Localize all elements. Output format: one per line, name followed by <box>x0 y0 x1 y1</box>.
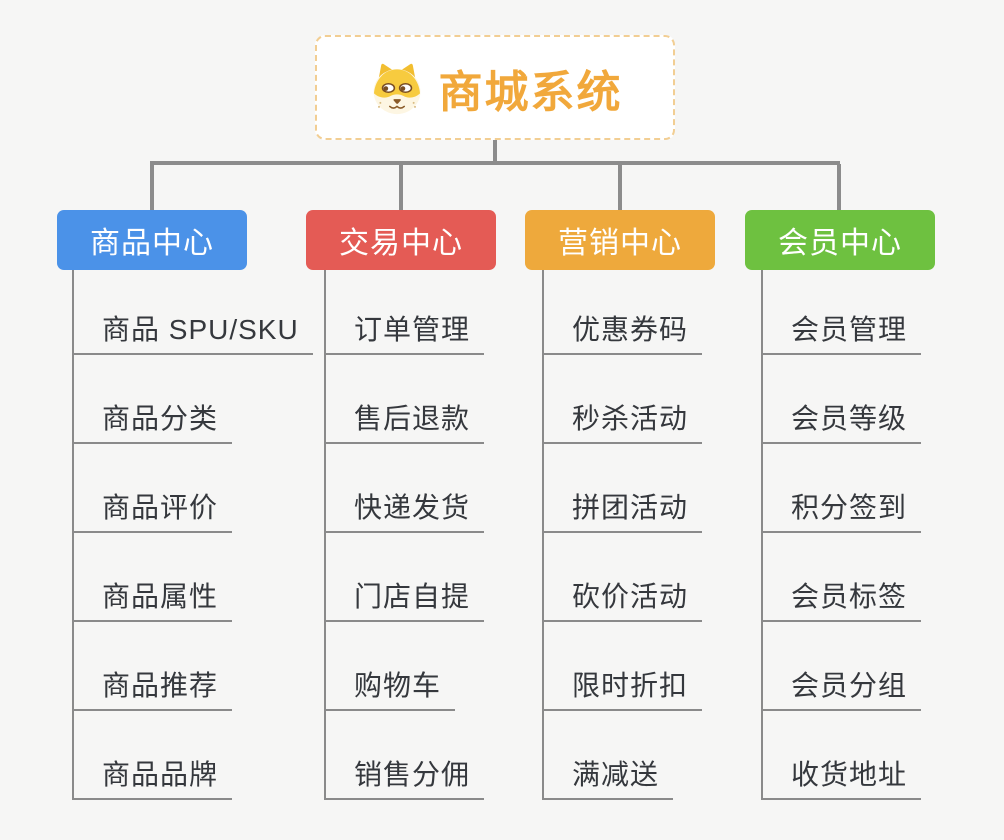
branch-spine <box>72 270 74 800</box>
connector-drop <box>618 164 622 211</box>
root-node[interactable]: 商城系统 <box>315 35 675 140</box>
leaf-node[interactable]: 售后退款 <box>324 402 485 444</box>
leaf-node[interactable]: 收货地址 <box>761 758 922 800</box>
leaf-node[interactable]: 商品分类 <box>72 402 233 444</box>
connector-drop <box>150 164 154 211</box>
leaf-node[interactable]: 会员分组 <box>761 669 922 711</box>
branch-items-marketing: 优惠券码 秒杀活动 拼团活动 砍价活动 限时折扣 满减送 <box>542 270 703 800</box>
connector-drop <box>399 164 403 211</box>
branch-spine <box>542 270 544 800</box>
leaf-node[interactable]: 会员等级 <box>761 402 922 444</box>
root-title: 商城系统 <box>438 67 623 117</box>
branch-spine <box>761 270 763 800</box>
branch-items-members: 会员管理 会员等级 积分签到 会员标签 会员分组 收货地址 <box>761 270 922 800</box>
leaf-node[interactable]: 快递发货 <box>324 491 485 533</box>
leaf-node[interactable]: 优惠券码 <box>542 313 703 355</box>
leaf-node[interactable]: 砍价活动 <box>542 580 703 622</box>
leaf-node[interactable]: 满减送 <box>542 758 674 800</box>
leaf-node[interactable]: 会员标签 <box>761 580 922 622</box>
branch-items-trade: 订单管理 售后退款 快递发货 门店自提 购物车 销售分佣 <box>324 270 485 800</box>
leaf-node[interactable]: 商品评价 <box>72 491 233 533</box>
branch-node-members[interactable]: 会员中心 <box>745 210 935 270</box>
branch-node-marketing[interactable]: 营销中心 <box>525 210 715 270</box>
leaf-node[interactable]: 拼团活动 <box>542 491 703 533</box>
leaf-node[interactable]: 限时折扣 <box>542 669 703 711</box>
connector-root-stub <box>493 140 497 164</box>
leaf-node[interactable]: 门店自提 <box>324 580 485 622</box>
branch-node-products[interactable]: 商品中心 <box>57 210 247 270</box>
leaf-node[interactable]: 商品 SPU/SKU <box>72 313 313 355</box>
leaf-node[interactable]: 订单管理 <box>324 313 485 355</box>
leaf-node[interactable]: 销售分佣 <box>324 758 485 800</box>
connector-drop <box>837 164 841 211</box>
dog-face-icon <box>373 63 420 114</box>
leaf-node[interactable]: 商品品牌 <box>72 758 233 800</box>
leaf-node[interactable]: 会员管理 <box>761 313 922 355</box>
branch-items-products: 商品 SPU/SKU 商品分类 商品评价 商品属性 商品推荐 商品品牌 <box>72 270 313 800</box>
leaf-node[interactable]: 商品属性 <box>72 580 233 622</box>
leaf-node[interactable]: 积分签到 <box>761 491 922 533</box>
leaf-node[interactable]: 秒杀活动 <box>542 402 703 444</box>
branch-spine <box>324 270 326 800</box>
branch-node-trade[interactable]: 交易中心 <box>306 210 496 270</box>
leaf-node[interactable]: 商品推荐 <box>72 669 233 711</box>
connector-horizontal <box>150 161 840 165</box>
leaf-node[interactable]: 购物车 <box>324 669 456 711</box>
